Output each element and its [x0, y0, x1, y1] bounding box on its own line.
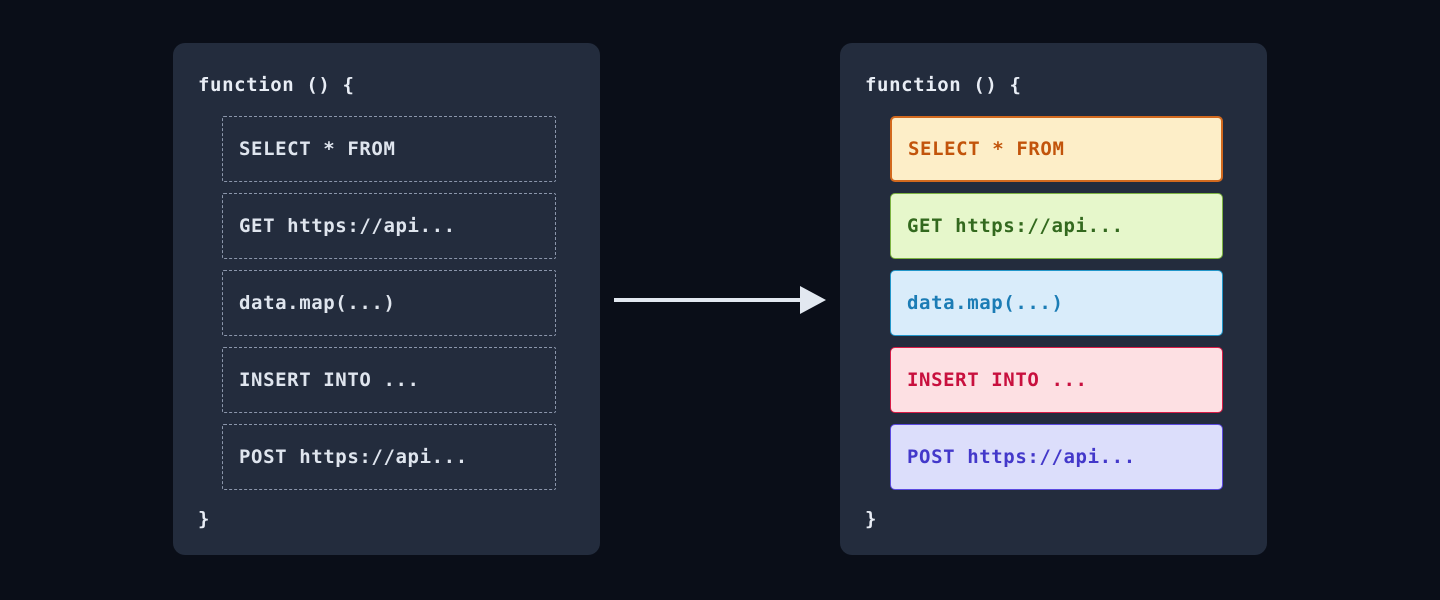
statement-row-highlighted[interactable]: data.map(...)	[890, 270, 1223, 336]
statement-row[interactable]: POST https://api...	[222, 424, 556, 490]
statement-label: data.map(...)	[907, 292, 1064, 314]
function-open-line-after: function () {	[865, 74, 1022, 96]
statement-row-highlighted[interactable]: INSERT INTO ...	[890, 347, 1223, 413]
arrow-right-icon	[614, 286, 826, 314]
statement-label: SELECT * FROM	[908, 138, 1065, 160]
statement-list-before: SELECT * FROM GET https://api... data.ma…	[222, 116, 556, 490]
statement-label: POST https://api...	[907, 446, 1136, 468]
code-panel-before: function () { SELECT * FROM GET https://…	[173, 43, 600, 555]
statement-row[interactable]: INSERT INTO ...	[222, 347, 556, 413]
statement-label: INSERT INTO ...	[907, 369, 1088, 391]
statement-label: SELECT * FROM	[239, 138, 396, 160]
statement-row-highlighted[interactable]: GET https://api...	[890, 193, 1223, 259]
statement-row-highlighted[interactable]: SELECT * FROM	[890, 116, 1223, 182]
statement-row[interactable]: GET https://api...	[222, 193, 556, 259]
statement-row-highlighted[interactable]: POST https://api...	[890, 424, 1223, 490]
statement-label: data.map(...)	[239, 292, 396, 314]
statement-list-after: SELECT * FROM GET https://api... data.ma…	[890, 116, 1223, 490]
statement-label: INSERT INTO ...	[239, 369, 420, 391]
statement-row[interactable]: data.map(...)	[222, 270, 556, 336]
code-panel-after: function () { SELECT * FROM GET https://…	[840, 43, 1267, 555]
function-close-line-before: }	[198, 508, 211, 530]
function-open-line-before: function () {	[198, 74, 355, 96]
statement-label: GET https://api...	[239, 215, 456, 237]
function-close-line-after: }	[865, 508, 878, 530]
statement-row[interactable]: SELECT * FROM	[222, 116, 556, 182]
transformation-arrow	[614, 280, 826, 320]
statement-label: POST https://api...	[239, 446, 468, 468]
statement-label: GET https://api...	[907, 215, 1124, 237]
